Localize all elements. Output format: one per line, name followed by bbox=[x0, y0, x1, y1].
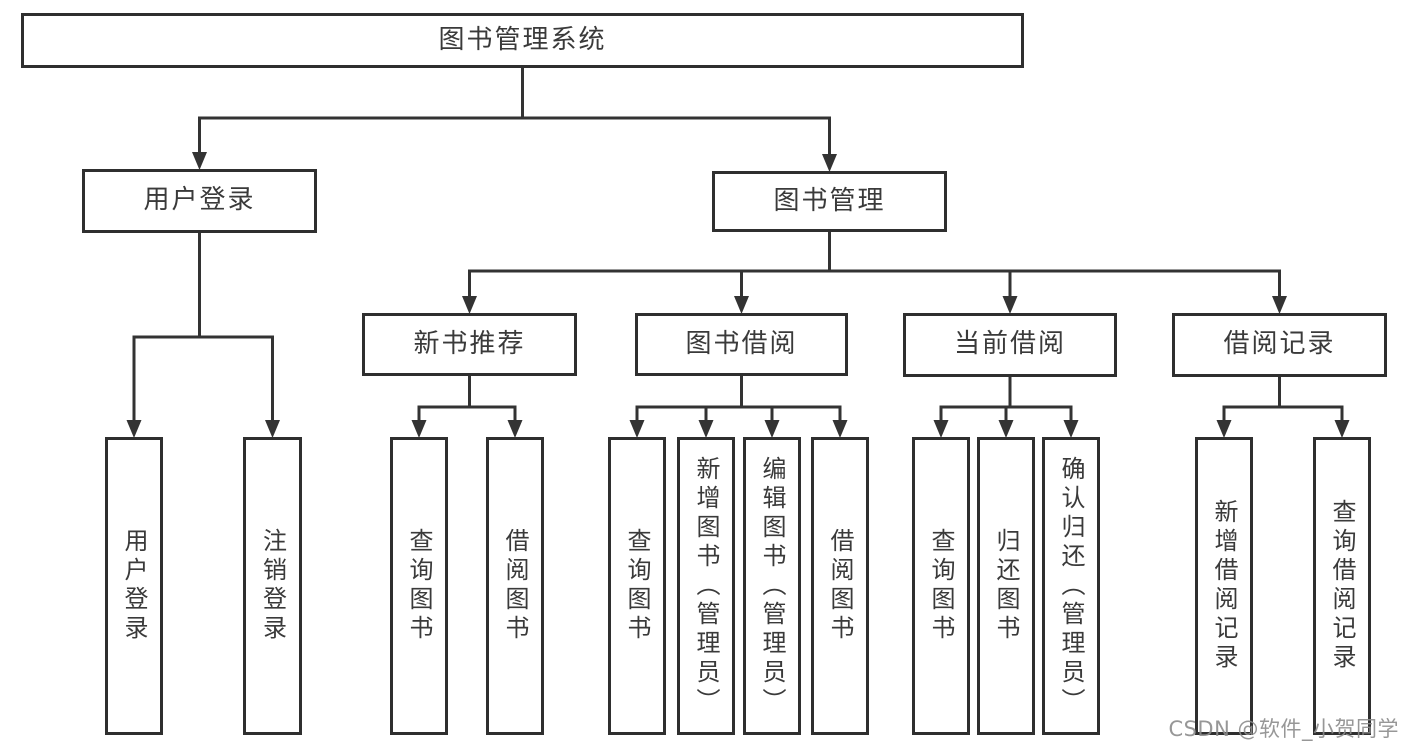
node-book-borrow: 图书借阅 bbox=[635, 313, 848, 376]
node-br-add-record: 新增借阅记录 bbox=[1195, 437, 1253, 735]
node-new-book-rec: 新书推荐 bbox=[362, 313, 577, 376]
node-current-borrow: 当前借阅 bbox=[903, 313, 1117, 377]
node-borrow-records: 借阅记录 bbox=[1172, 313, 1387, 377]
node-bb-borrow-book: 借阅图书 bbox=[811, 437, 869, 735]
node-user-login: 用户登录 bbox=[82, 169, 317, 233]
node-book-mgmt: 图书管理 bbox=[712, 171, 947, 232]
node-br-query-record: 查询借阅记录 bbox=[1313, 437, 1371, 735]
node-cb-confirm-return: 确认归还（管理员） bbox=[1042, 437, 1100, 735]
node-rec-borrow-book: 借阅图书 bbox=[486, 437, 544, 735]
node-root: 图书管理系统 bbox=[21, 13, 1024, 68]
node-bb-edit-book: 编辑图书（管理员） bbox=[743, 437, 801, 735]
node-login-op: 用户登录 bbox=[105, 437, 163, 735]
node-rec-query-book: 查询图书 bbox=[390, 437, 448, 735]
node-bb-add-book: 新增图书（管理员） bbox=[677, 437, 735, 735]
watermark-text: CSDN @软件_小贺同学 bbox=[1168, 717, 1399, 741]
node-bb-query-book: 查询图书 bbox=[608, 437, 666, 735]
node-cb-query-book: 查询图书 bbox=[912, 437, 970, 735]
node-cb-return-book: 归还图书 bbox=[977, 437, 1035, 735]
node-logout-op: 注销登录 bbox=[243, 437, 302, 735]
